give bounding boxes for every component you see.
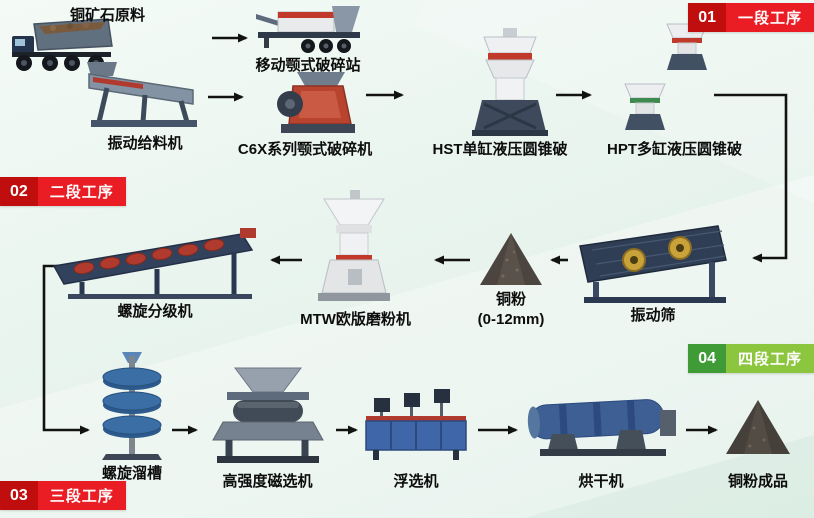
spiral-chute-label: 螺旋溜槽 bbox=[101, 465, 162, 482]
stage-4-label: 四段工序 bbox=[725, 344, 814, 373]
flotation-machine-icon bbox=[365, 389, 467, 460]
finished-product-pile-icon bbox=[726, 400, 790, 454]
hst-cone-crusher-label: HST单缸液压圆锥破 bbox=[432, 141, 568, 158]
copper-powder-label: 铜粉 (0-12mm) bbox=[452, 290, 570, 329]
finished-product-label: 铜粉成品 bbox=[727, 473, 788, 490]
stage-4-number: 04 bbox=[688, 344, 726, 373]
mtw-mill-icon bbox=[318, 190, 390, 301]
vibrating-feeder-icon bbox=[87, 62, 197, 127]
hst-cone-crusher-icon bbox=[472, 28, 548, 136]
copper-powder-pile-icon bbox=[480, 233, 542, 285]
hpt-cone-crusher-icon bbox=[624, 23, 708, 130]
vibrating-screen-label: 振动筛 bbox=[630, 307, 676, 324]
magnetic-separator-label: 高强度磁选机 bbox=[222, 473, 313, 490]
flotation-machine-label: 浮选机 bbox=[393, 473, 439, 490]
spiral-classifier-icon bbox=[52, 228, 256, 299]
mobile-jaw-crusher-icon bbox=[256, 6, 360, 53]
c6x-jaw-crusher-icon bbox=[277, 72, 355, 133]
stage-2-label: 二段工序 bbox=[37, 177, 126, 206]
arrow-hpt-to-screen bbox=[714, 93, 788, 263]
stage-2-number: 02 bbox=[0, 177, 38, 206]
dryer-label: 烘干机 bbox=[578, 473, 624, 490]
raw-material-label: 铜矿石原料 bbox=[69, 7, 145, 24]
stage-badge-1: 01 一段工序 bbox=[688, 3, 814, 32]
stage-badge-4: 04 四段工序 bbox=[688, 344, 814, 373]
hpt-cone-crusher-label: HPT多缸液压圆锥破 bbox=[606, 141, 742, 158]
stage-3-label: 三段工序 bbox=[37, 481, 126, 510]
vibrating-screen-icon bbox=[579, 225, 727, 303]
magnetic-separator-icon bbox=[212, 367, 324, 463]
stage-badge-2: 02 二段工序 bbox=[0, 177, 126, 206]
vibrating-feeder-label: 振动给料机 bbox=[107, 135, 183, 152]
arrow-classifier-to-chute bbox=[42, 264, 90, 435]
mtw-mill-label: MTW欧版磨粉机 bbox=[300, 311, 411, 328]
c6x-jaw-crusher-label: C6X系列颚式破碎机 bbox=[237, 141, 373, 158]
stage-3-number: 03 bbox=[0, 481, 38, 510]
stage-1-label: 一段工序 bbox=[725, 3, 814, 32]
dump-truck-icon bbox=[12, 18, 113, 71]
spiral-classifier-label: 螺旋分级机 bbox=[117, 303, 193, 320]
stage-1-number: 01 bbox=[688, 3, 726, 32]
spiral-chute-icon bbox=[102, 352, 162, 460]
copper-powder-label-line1: 铜粉 bbox=[495, 291, 526, 308]
mobile-jaw-crusher-label: 移动颚式破碎站 bbox=[255, 57, 361, 74]
dryer-icon bbox=[527, 399, 676, 456]
copper-powder-label-line2: (0-12mm) bbox=[477, 310, 545, 328]
stage-badge-3: 03 三段工序 bbox=[0, 481, 126, 510]
